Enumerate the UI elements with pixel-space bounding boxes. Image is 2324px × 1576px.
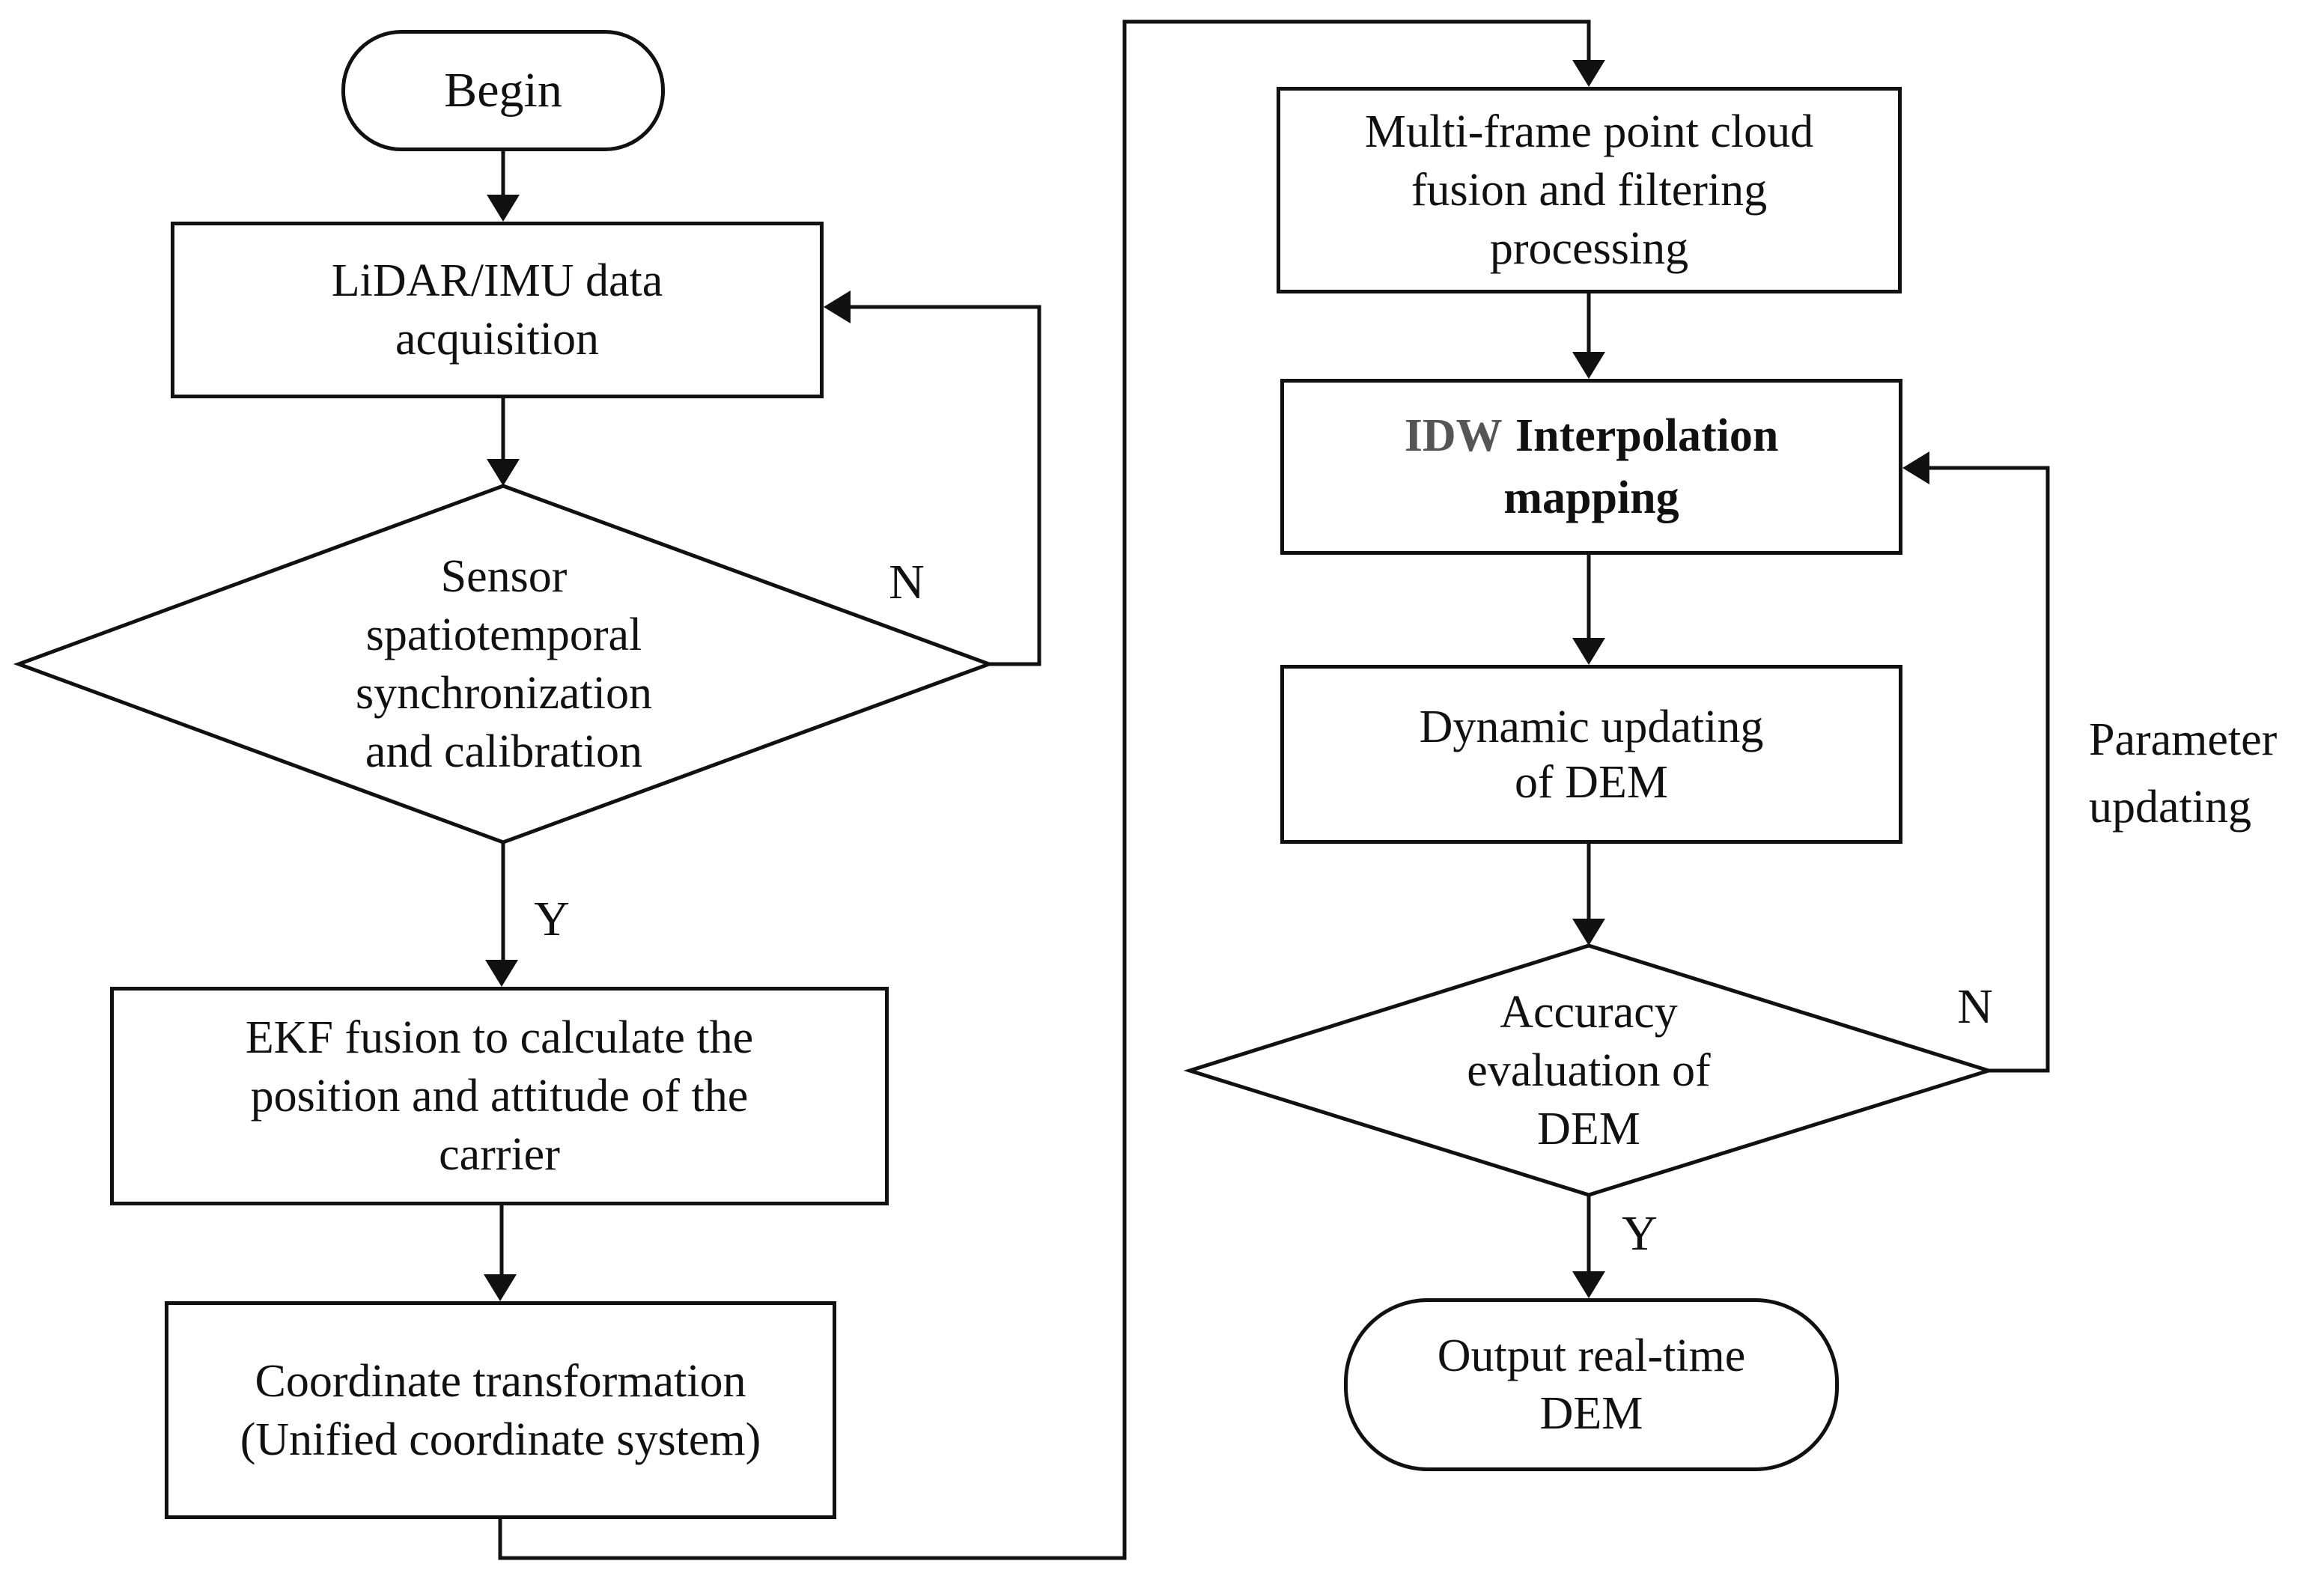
begin-label: Begin — [444, 63, 562, 118]
parameter-note-line2: updating — [2089, 782, 2251, 833]
accuracy-diamond-line1: Accuracy — [1500, 987, 1678, 1038]
coord-process-box: Coordinate transformation (Unified coord… — [165, 1301, 836, 1519]
dynamic-label-line1: Dynamic updating — [1419, 701, 1764, 752]
dynamic-process-box: Dynamic updating of DEM — [1280, 665, 1902, 844]
dynamic-label-line2: of DEM — [1515, 756, 1668, 808]
edge-accuracy-no-loop — [1928, 466, 2050, 1073]
lidar-process-box: LiDAR/IMU data acquisition — [171, 222, 824, 398]
multiframe-label-line2: fusion and filtering — [1411, 165, 1768, 216]
edge-coord-to-multiframe — [498, 19, 1591, 1560]
lidar-label-line2: acquisition — [395, 314, 600, 365]
lidar-label-line1: LiDAR/IMU data — [331, 255, 663, 306]
ekf-process-box: EKF fusion to calculate the position and… — [110, 987, 889, 1205]
ekf-label-line2: position and attitude of the — [250, 1071, 749, 1122]
parameter-note-line1: Parameter — [2089, 714, 2278, 765]
ekf-label-line1: EKF fusion to calculate the — [245, 1012, 754, 1063]
begin-terminator: Begin — [341, 30, 665, 151]
arrowhead-into-accuracy-diamond — [1572, 919, 1605, 946]
accuracy-diamond-label: Accuracy evaluation of DEM — [1467, 983, 1710, 1158]
idw-keyword: IDW — [1404, 410, 1503, 461]
arrowhead-into-sensor-diamond — [487, 459, 520, 486]
coord-label-line2: (Unified coordinate system) — [240, 1414, 761, 1465]
accuracy-yes-label: Y — [1622, 1206, 1658, 1261]
arrowhead-into-coord — [484, 1274, 517, 1301]
arrowhead-into-lidar-right — [824, 290, 851, 323]
parameter-updating-note: Parameter updating — [2089, 706, 2277, 841]
arrowhead-into-output — [1572, 1271, 1605, 1298]
coord-label-line1: Coordinate transformation — [255, 1355, 746, 1407]
sensor-diamond-line4: and calibration — [365, 726, 643, 777]
sensor-diamond-line2: spatiotemporal — [365, 609, 642, 660]
sensor-diamond-label: Sensor spatiotemporal synchronization an… — [356, 547, 652, 781]
idw-label-line2: mapping — [1503, 472, 1679, 523]
output-terminator: Output real-time DEM — [1344, 1298, 1839, 1471]
multiframe-label-line1: Multi-frame point cloud — [1364, 106, 1814, 157]
sensor-diamond-line1: Sensor — [440, 551, 568, 602]
arrowhead-into-multiframe — [1572, 60, 1605, 87]
sensor-diamond-outline — [13, 484, 995, 845]
accuracy-diamond-outline — [1183, 943, 1995, 1197]
accuracy-diamond-line2: evaluation of — [1467, 1045, 1711, 1096]
arrowhead-into-idw-top — [1572, 352, 1605, 379]
multiframe-label-line3: processing — [1489, 223, 1689, 274]
sensor-diamond-line3: synchronization — [355, 668, 653, 719]
sensor-yes-label: Y — [534, 892, 570, 946]
arrowhead-into-idw-right — [1902, 451, 1929, 484]
output-label-line1: Output real-time — [1437, 1330, 1746, 1381]
arrowhead-into-dynamic — [1572, 638, 1605, 665]
accuracy-no-label: N — [1957, 979, 1993, 1034]
sensor-no-label: N — [889, 555, 925, 609]
output-label-line2: DEM — [1539, 1387, 1643, 1439]
multiframe-process-box: Multi-frame point cloud fusion and filte… — [1277, 87, 1902, 293]
ekf-label-line3: carrier — [439, 1129, 560, 1180]
idw-label-line1-rest: Interpolation — [1515, 410, 1779, 461]
arrowhead-into-ekf — [485, 960, 518, 987]
accuracy-diamond-line3: DEM — [1537, 1104, 1640, 1154]
edge-sensor-no-loop — [849, 305, 1041, 666]
arrowhead-into-lidar-top — [487, 195, 520, 222]
